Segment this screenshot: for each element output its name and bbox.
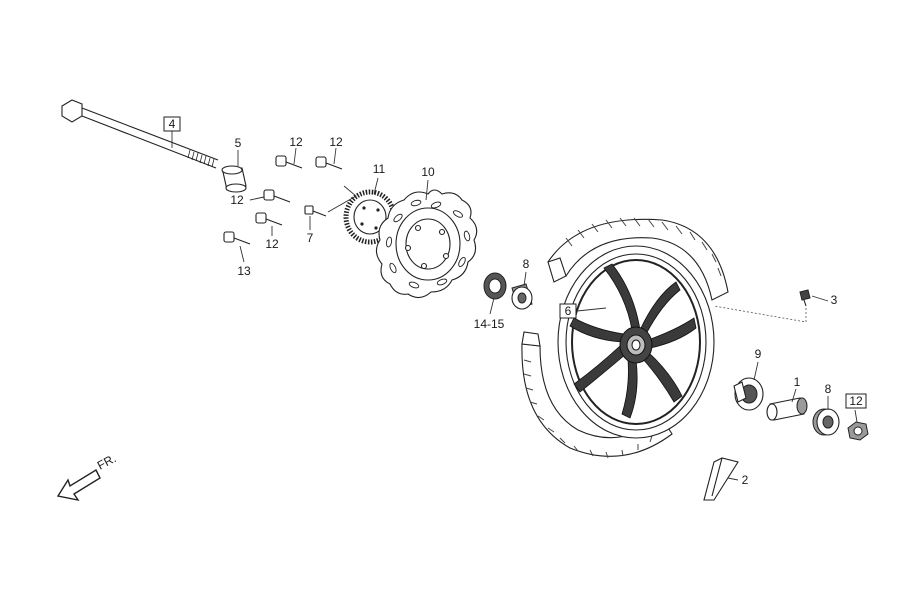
callout-5: 5 [235,136,242,150]
axle-bolt [61,99,219,169]
hub-cover [733,377,764,411]
callout-7: 7 [307,231,314,245]
callout-6: 6 [565,304,572,318]
valve-key [703,457,739,501]
tire-valve [713,289,811,323]
callout-2: 2 [742,473,749,487]
disc-bolt-group [223,155,343,245]
callout-8-left: 8 [523,257,530,271]
brake-disc [375,189,478,299]
disc-bolt [263,189,291,203]
callout-4: 4 [169,117,176,131]
distance-collar [766,397,808,421]
callout-12-top-right: 12 [329,135,343,149]
disc-bolt [223,231,251,245]
wheel-bearing-right [812,408,840,436]
front-arrow-icon [56,469,101,502]
callout-12-bottom: 13 [237,264,251,278]
callout-12-middle: 12 [230,193,244,207]
disc-bolt [275,155,303,169]
callout-labels: 4 5 12 12 12 12 13 7 11 10 14-15 8 6 3 9… [163,116,867,487]
front-direction-indicator: FR. [56,451,119,502]
dust-seal [483,272,507,300]
axle-nut [847,421,869,441]
leader-lines [171,131,858,481]
callout-13: 12 [849,394,863,408]
wheel-bearing-left [511,283,533,310]
sensor-screw [304,205,327,217]
callout-3: 3 [831,293,838,307]
disc-bolt [315,156,343,170]
callout-box-4 [163,116,181,132]
callout-9: 9 [755,347,762,361]
tire-tread-top [547,218,729,301]
callout-box-13 [845,393,867,409]
callout-8-right: 8 [825,382,832,396]
callout-14-15: 14-15 [474,317,505,331]
tire-tread-bottom [521,343,673,457]
callout-11: 11 [373,162,386,176]
callout-1: 1 [794,375,801,389]
spacer-collar [221,165,247,193]
callout-box-6 [559,303,577,319]
front-wheel-assembly [521,217,729,459]
callout-12-top-left: 12 [289,135,303,149]
wheel-hub [619,326,653,364]
callout-10: 10 [421,165,435,179]
callout-12-lower: 12 [265,237,279,251]
front-direction-label: FR. [95,451,119,472]
wheel-spokes [569,263,697,419]
disc-bolt [255,212,283,226]
